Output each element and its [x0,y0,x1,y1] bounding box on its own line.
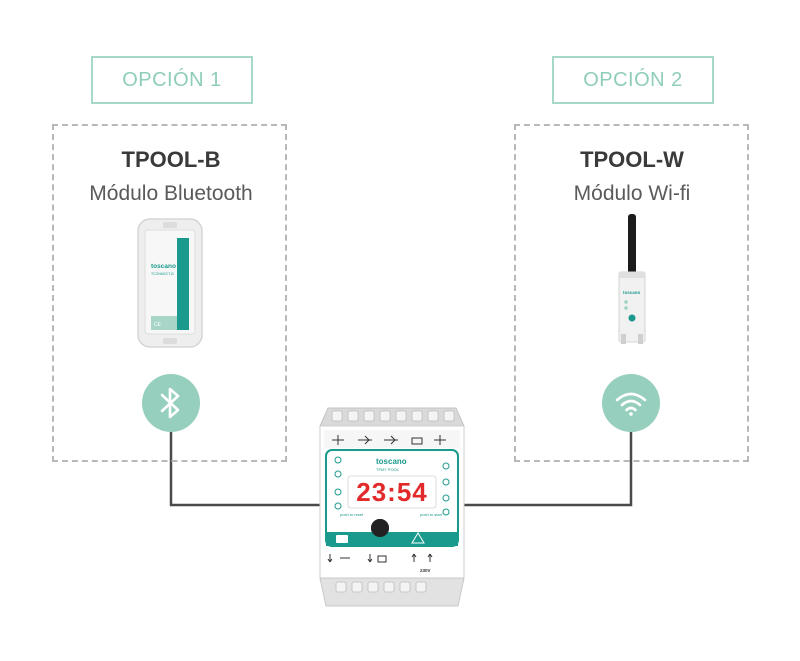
bluetooth-badge [142,374,200,432]
voltage-label: 230V [420,568,431,573]
wifi-module-device: toscano [618,214,646,344]
option-1-box [52,124,287,462]
wifi-link-line [455,432,633,507]
bluetooth-module-brand: toscano [151,263,176,270]
controller-display: 23:54 [356,477,428,507]
option-2-tag: OPCIÓN 2 [552,56,714,104]
wifi-badge [602,374,660,432]
bluetooth-module-code: TCONNECT-B [151,272,174,276]
push-start-label: push to start [420,512,443,517]
bluetooth-module-device: toscano TCONNECT-B CE [137,218,203,348]
option-1-title: TPOOL-B [121,147,221,172]
option-1-subtitle: Módulo Bluetooth [89,182,253,205]
push-reset-label: push to reset [340,512,364,517]
bluetooth-module-ce-mark: CE [154,322,162,328]
bluetooth-link-line [169,432,330,507]
option-1-label: OPCIÓN 1 [122,68,222,91]
pool-controller-device: toscano TPM7 POOL 23:54 push to reset pu… [319,407,465,607]
option-1-tag: OPCIÓN 1 [91,56,253,104]
controller-model: TPM7 POOL [376,467,400,472]
controller-brand: toscano [376,457,407,466]
option-2-title: TPOOL-W [580,147,684,172]
wifi-module-brand: toscano [623,290,641,295]
option-2-box [514,124,749,462]
option-2-label: OPCIÓN 2 [583,68,683,91]
option-2-subtitle: Módulo Wi-fi [573,182,691,205]
wifi-icon [615,392,647,416]
bluetooth-icon [160,387,180,419]
